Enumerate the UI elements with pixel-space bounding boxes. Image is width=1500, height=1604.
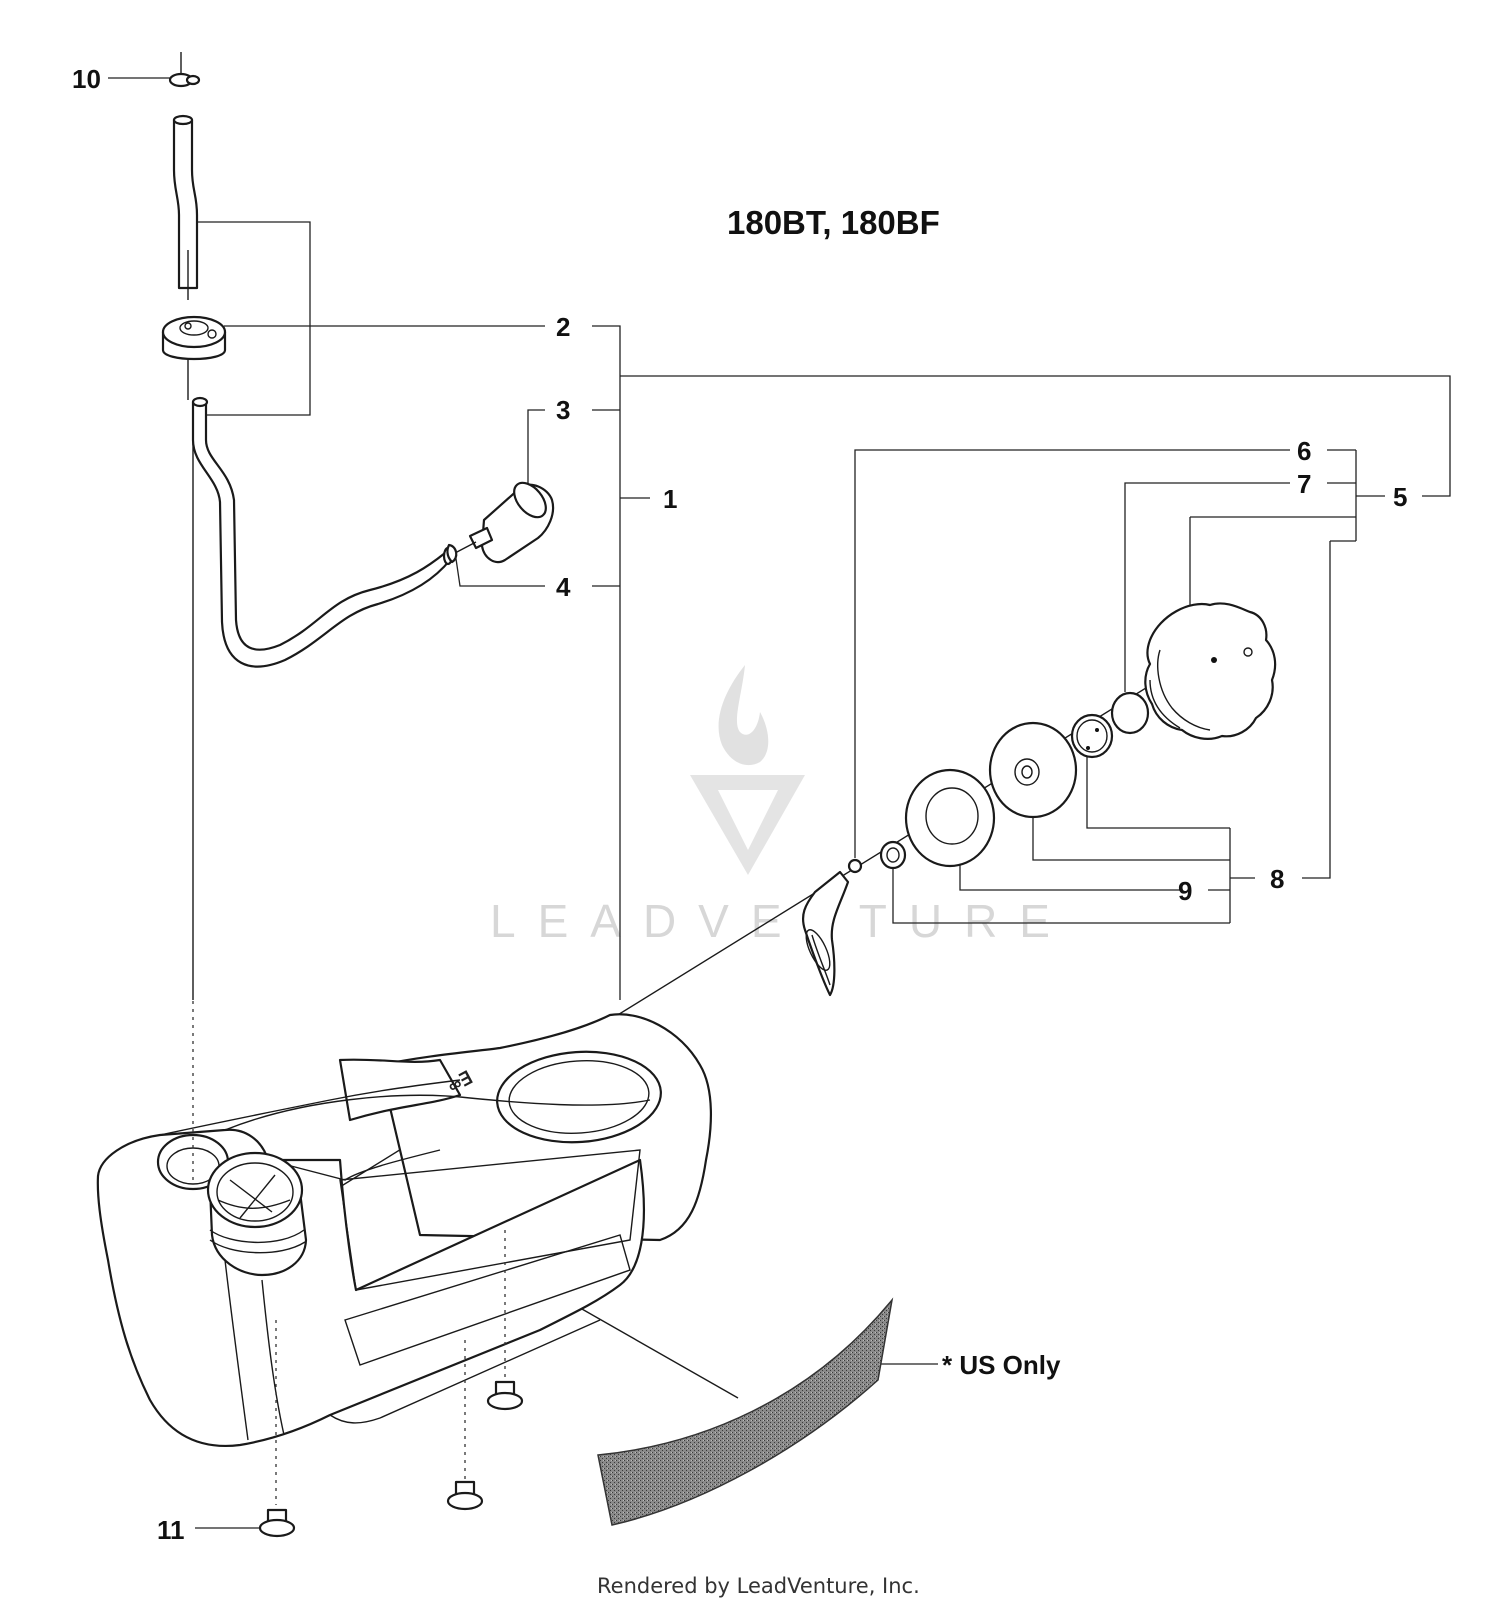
part-hose-upper bbox=[172, 114, 199, 300]
callout-8: 8 bbox=[1270, 864, 1284, 894]
part-11-screw-3 bbox=[486, 1380, 524, 1411]
part-11-screw-2 bbox=[446, 1480, 484, 1511]
watermark-logo-icon bbox=[690, 665, 805, 875]
callout-10: 10 bbox=[72, 64, 101, 94]
part-1-fuel-tank: ∞∃ bbox=[96, 1013, 712, 1447]
part-2-grommet bbox=[161, 315, 227, 400]
callout-7: 7 bbox=[1297, 469, 1311, 499]
callout-11: 11 bbox=[157, 1515, 185, 1545]
diagram-title: 180BT, 180BF bbox=[727, 204, 940, 241]
part-hose-lower bbox=[191, 396, 454, 668]
part-8-valve-cup bbox=[1070, 713, 1114, 759]
footer-credit: Rendered by LeadVenture, Inc. bbox=[597, 1574, 920, 1598]
part-4-hose-clamp bbox=[446, 543, 458, 564]
part-11-screw bbox=[258, 1508, 296, 1538]
callout-9: 9 bbox=[1178, 876, 1192, 906]
part-8-nipple bbox=[879, 840, 907, 870]
callout-1: 1 bbox=[663, 484, 677, 514]
mounting-dash-lines bbox=[192, 420, 506, 1505]
part-8-disc bbox=[988, 721, 1078, 819]
part-6-pickup-filter bbox=[801, 858, 863, 997]
decal-us-only bbox=[597, 1297, 894, 1526]
callout-4: 4 bbox=[556, 572, 571, 602]
callout-3: 3 bbox=[556, 395, 570, 425]
decal-note-label: * US Only bbox=[942, 1350, 1061, 1380]
callout-6: 6 bbox=[1297, 436, 1311, 466]
part-9-gasket bbox=[904, 768, 996, 868]
part-3-fuel-filter bbox=[454, 481, 555, 564]
part-5-fuel-cap bbox=[1144, 602, 1277, 740]
watermark-text: LEADVENTURE bbox=[490, 895, 1072, 947]
callout-2: 2 bbox=[556, 312, 570, 342]
part-7-seal bbox=[1110, 691, 1150, 735]
part-10-clamp bbox=[168, 52, 201, 88]
callout-5: 5 bbox=[1393, 482, 1407, 512]
